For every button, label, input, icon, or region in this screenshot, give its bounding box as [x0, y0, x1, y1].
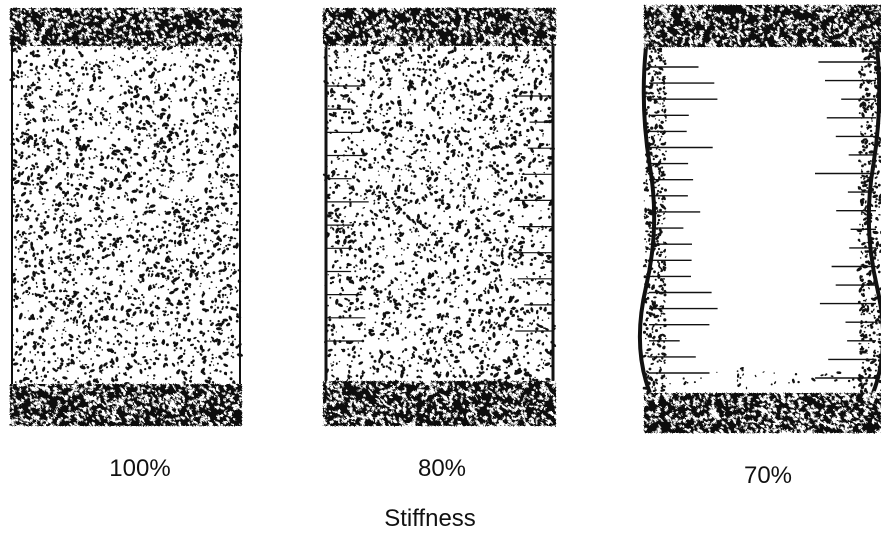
- x-axis-label: Stiffness: [330, 505, 530, 533]
- specimen-100-panel: [7, 5, 244, 428]
- specimen-70-caps: [643, 3, 881, 435]
- specimen-70-panel: [640, 3, 881, 435]
- panel-label-100: 100%: [80, 455, 200, 483]
- panel-label-70: 70%: [708, 462, 828, 490]
- specimen-80-panel: [321, 5, 558, 429]
- panel-label-80: 80%: [382, 455, 502, 483]
